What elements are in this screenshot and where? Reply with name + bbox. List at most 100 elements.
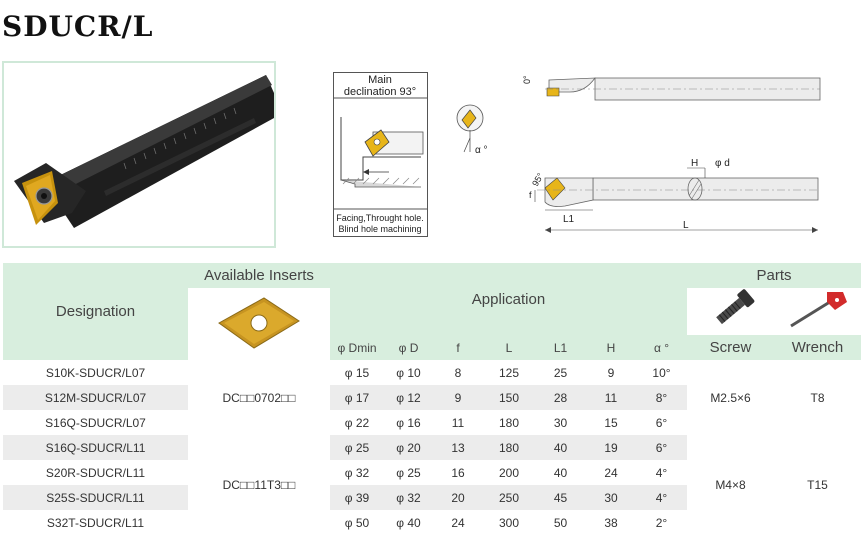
page-title: SDUCR/L	[2, 10, 154, 43]
table-row: S25S-SDUCR/L11 φ 39 φ 32 20 250 45 30 4°	[3, 485, 861, 510]
l1-cell: 40	[535, 460, 586, 485]
l1-cell: 28	[535, 385, 586, 410]
f-label: f	[529, 190, 532, 200]
dmin-cell: φ 50	[330, 510, 384, 535]
f-cell: 13	[433, 435, 483, 460]
designation-cell: S20R-SDUCR/L11	[3, 460, 188, 485]
d-label: φ d	[715, 158, 730, 169]
screw-group-cell: M4×8	[687, 435, 774, 535]
table-row: S20R-SDUCR/L11 φ 32 φ 25 16 200 40 24 4°	[3, 460, 861, 485]
alpha-cell: 6°	[636, 410, 687, 435]
designation-cell: S12M-SDUCR/L07	[3, 385, 188, 410]
dimension-diagram: 0° 95° f H φ d L1 L	[515, 70, 825, 240]
designation-header: Designation	[3, 263, 188, 360]
d-cell: φ 10	[384, 360, 433, 385]
f-cell: 24	[433, 510, 483, 535]
h-cell: 15	[586, 410, 636, 435]
f-cell: 11	[433, 410, 483, 435]
col-l: L	[483, 335, 535, 360]
alpha-cell: 4°	[636, 460, 687, 485]
alpha-label: α °	[475, 145, 488, 156]
l1-label: L1	[563, 214, 575, 225]
l-cell: 180	[483, 435, 535, 460]
alpha-cell: 4°	[636, 485, 687, 510]
screw-image-cell	[687, 288, 774, 335]
product-photo	[2, 61, 276, 248]
table-row: S32T-SDUCR/L11 φ 50 φ 40 24 300 50 38 2°	[3, 510, 861, 535]
l-cell: 150	[483, 385, 535, 410]
h-cell: 11	[586, 385, 636, 410]
alpha-cell: 2°	[636, 510, 687, 535]
insert-image	[218, 296, 300, 349]
h-cell: 9	[586, 360, 636, 385]
designation-cell: S32T-SDUCR/L11	[3, 510, 188, 535]
col-dmin: φ Dmin	[330, 335, 384, 360]
col-h: H	[586, 335, 636, 360]
zero-angle-label: 0°	[522, 75, 532, 84]
l-cell: 250	[483, 485, 535, 510]
table-row: S12M-SDUCR/L07 φ 17 φ 12 9 150 28 11 8°	[3, 385, 861, 410]
h-cell: 19	[586, 435, 636, 460]
col-l1: L1	[535, 335, 586, 360]
table-row: S16Q-SDUCR/L11 DC□□11T3□□ φ 25 φ 20 13 1…	[3, 435, 862, 535]
dmin-cell: φ 15	[330, 360, 384, 385]
l-label: L	[683, 220, 689, 231]
wrench-image-cell	[774, 288, 862, 335]
wrench-group-cell: T8	[774, 360, 862, 435]
dmin-cell: φ 25	[330, 435, 384, 460]
insert-group-cell: DC□□11T3□□	[188, 435, 330, 535]
l-cell: 300	[483, 510, 535, 535]
dmin-cell: φ 32	[330, 460, 384, 485]
spec-table: Designation Available Inserts Applicatio…	[3, 263, 862, 535]
d-cell: φ 32	[384, 485, 433, 510]
caption-line1: Facing,Throught hole.	[336, 213, 424, 223]
parts-header: Parts	[687, 263, 862, 288]
screw-header: Screw	[687, 335, 774, 360]
h-cell: 30	[586, 485, 636, 510]
alpha-cell: 6°	[636, 435, 687, 460]
col-f: f	[433, 335, 483, 360]
f-cell: 20	[433, 485, 483, 510]
d-cell: φ 16	[384, 410, 433, 435]
screw-group-cell: M2.5×6	[687, 360, 774, 435]
l1-cell: 45	[535, 485, 586, 510]
insert-image-cell	[188, 288, 330, 360]
dmin-cell: φ 39	[330, 485, 384, 510]
d-cell: φ 25	[384, 460, 433, 485]
caption-line2: Blind hole machining	[338, 224, 421, 234]
l-cell: 200	[483, 460, 535, 485]
l1-cell: 30	[535, 410, 586, 435]
table-row: S16Q-SDUCR/L07 φ 22 φ 16 11 180 30 15 6°	[3, 410, 861, 435]
col-alpha: α °	[636, 335, 687, 360]
insert-angle-diagram: α °	[450, 98, 500, 160]
wrench-image	[789, 292, 847, 328]
dmin-cell: φ 22	[330, 410, 384, 435]
l-cell: 180	[483, 410, 535, 435]
designation-cell: S16Q-SDUCR/L11	[3, 435, 188, 460]
l1-cell: 40	[535, 435, 586, 460]
l1-cell: 50	[535, 510, 586, 535]
screw-image	[715, 289, 754, 325]
designation-cell: S25S-SDUCR/L11	[3, 485, 188, 510]
d-cell: φ 40	[384, 510, 433, 535]
f-cell: 8	[433, 360, 483, 385]
alpha-cell: 10°	[636, 360, 687, 385]
boring-bar-image	[4, 63, 274, 246]
f-cell: 16	[433, 460, 483, 485]
wrench-group-cell: T15	[774, 435, 862, 535]
d-cell: φ 20	[384, 435, 433, 460]
col-d: φ D	[384, 335, 433, 360]
declination-label-line1: Main	[368, 74, 392, 86]
f-cell: 9	[433, 385, 483, 410]
l-cell: 125	[483, 360, 535, 385]
application-header: Application	[330, 263, 687, 335]
inserts-header: Available Inserts	[188, 263, 330, 288]
d-cell: φ 12	[384, 385, 433, 410]
designation-cell: S10K-SDUCR/L07	[3, 360, 188, 385]
designation-cell: S16Q-SDUCR/L07	[3, 410, 188, 435]
h-cell: 38	[586, 510, 636, 535]
angle-95-label: 95°	[530, 171, 546, 188]
insert-group-cell: DC□□0702□□	[188, 360, 330, 435]
dmin-cell: φ 17	[330, 385, 384, 410]
l1-cell: 25	[535, 360, 586, 385]
